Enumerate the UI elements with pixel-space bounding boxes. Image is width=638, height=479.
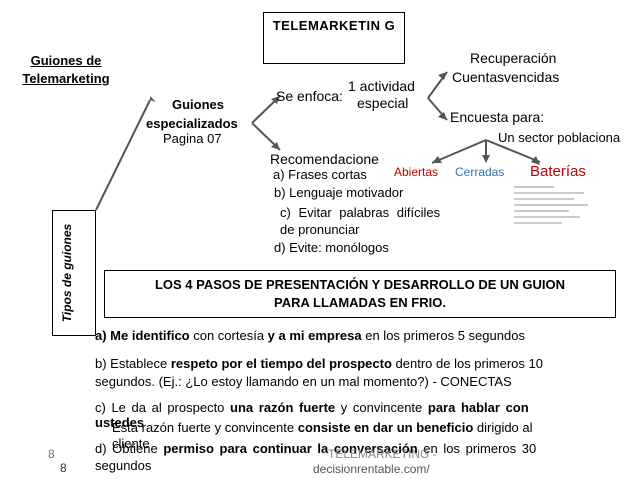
step-b-p1: b) Establece xyxy=(95,356,171,371)
step-d-line2b: cliente xyxy=(112,436,150,451)
rec-b: b) Lenguaje motivador xyxy=(274,185,403,200)
step-c-p4: para hablar con xyxy=(428,400,529,415)
connector-encuesta-abiertas xyxy=(432,140,486,163)
step-overlap-p2: consiste en dar un beneficio xyxy=(298,420,474,435)
step-a-p1: a) Me identifico xyxy=(95,328,190,343)
especializados-line1: Guiones xyxy=(172,97,224,112)
baterias-thumbnail xyxy=(512,182,596,226)
rec-d: d) Evite: monólogos xyxy=(274,240,389,255)
step-a: a) Me identifico con cortesía y a mi emp… xyxy=(95,328,525,343)
encuesta: Encuesta para: xyxy=(450,109,544,125)
step-overlap-p1: Esta razón fuerte y convincente xyxy=(112,420,298,435)
rec-a: a) Frases cortas xyxy=(273,167,367,182)
step-b-p3: dentro de los primeros 10 xyxy=(392,356,543,371)
title-text: TELEMARKETIN G xyxy=(272,16,396,36)
step-a-p3: y a mi empresa xyxy=(268,328,362,343)
step-overlap: Esta razón fuerte y convincente consiste… xyxy=(112,420,533,435)
rec-c2: de pronunciar xyxy=(280,222,360,237)
type-cerradas: Cerradas xyxy=(455,165,504,179)
connector-tipos-especializados xyxy=(96,100,150,210)
page-number-1: 8 xyxy=(48,447,55,461)
step-c: c) Le da al prospecto una razón fuerte y… xyxy=(95,400,529,415)
rec-c1: c) Evitar palabras difíciles xyxy=(280,205,440,220)
cuentas: Cuentas xyxy=(452,69,504,85)
especializados-line2: especializados xyxy=(146,116,238,131)
step-c-p3: y convincente xyxy=(335,400,428,415)
title-box: TELEMARKETIN G xyxy=(263,12,405,64)
steps-title-line1: LOS 4 PASOS DE PRESENTACIÓN Y DESARROLLO… xyxy=(105,276,615,294)
tipos-label: Tipos de guiones xyxy=(62,213,86,333)
type-baterias: Baterías xyxy=(530,163,586,180)
page-number-2: 8 xyxy=(60,461,67,475)
actividad-line2: especial xyxy=(357,95,408,111)
step-a-p4: en los primeros 5 segundos xyxy=(362,328,525,343)
vencidas: vencidas xyxy=(504,69,559,85)
footer-source-line2: decisionrentable.com/ xyxy=(313,462,430,476)
actividad-line1: 1 actividad xyxy=(348,78,415,94)
step-b-line2: segundos. (Ej.: ¿Lo estoy llamando en un… xyxy=(95,374,512,389)
recomendaciones: Recomendacione xyxy=(270,151,379,167)
se-enfoca: Se enfoca: xyxy=(276,88,343,104)
step-b: b) Establece respeto por el tiempo del p… xyxy=(95,356,543,371)
step-d: d) Obtiene permiso para continuar la con… xyxy=(95,441,536,456)
step-c-p2: una razón fuerte xyxy=(230,400,335,415)
step-a-p2: con cortesía xyxy=(190,328,268,343)
especializados-page: Pagina 07 xyxy=(163,131,222,146)
steps-title-box: LOS 4 PASOS DE PRESENTACIÓN Y DESARROLLO… xyxy=(104,270,616,318)
sector: Un sector poblaciona xyxy=(498,130,620,145)
step-d-line2: segundos xyxy=(95,458,151,473)
footer-source-line1: TELEMARKETING - xyxy=(328,447,437,461)
guiones-title: Guiones de Telemarketing xyxy=(10,52,122,88)
step-c-p1: c) Le da al prospecto xyxy=(95,400,230,415)
step-overlap-p3: dirigido al xyxy=(473,420,532,435)
steps-title-line2: PARA LLAMADAS EN FRIO. xyxy=(105,294,615,312)
type-abiertas: Abiertas xyxy=(394,165,438,179)
recuperacion: Recuperación xyxy=(470,50,556,66)
step-b-p2: respeto por el tiempo del prospecto xyxy=(171,356,392,371)
